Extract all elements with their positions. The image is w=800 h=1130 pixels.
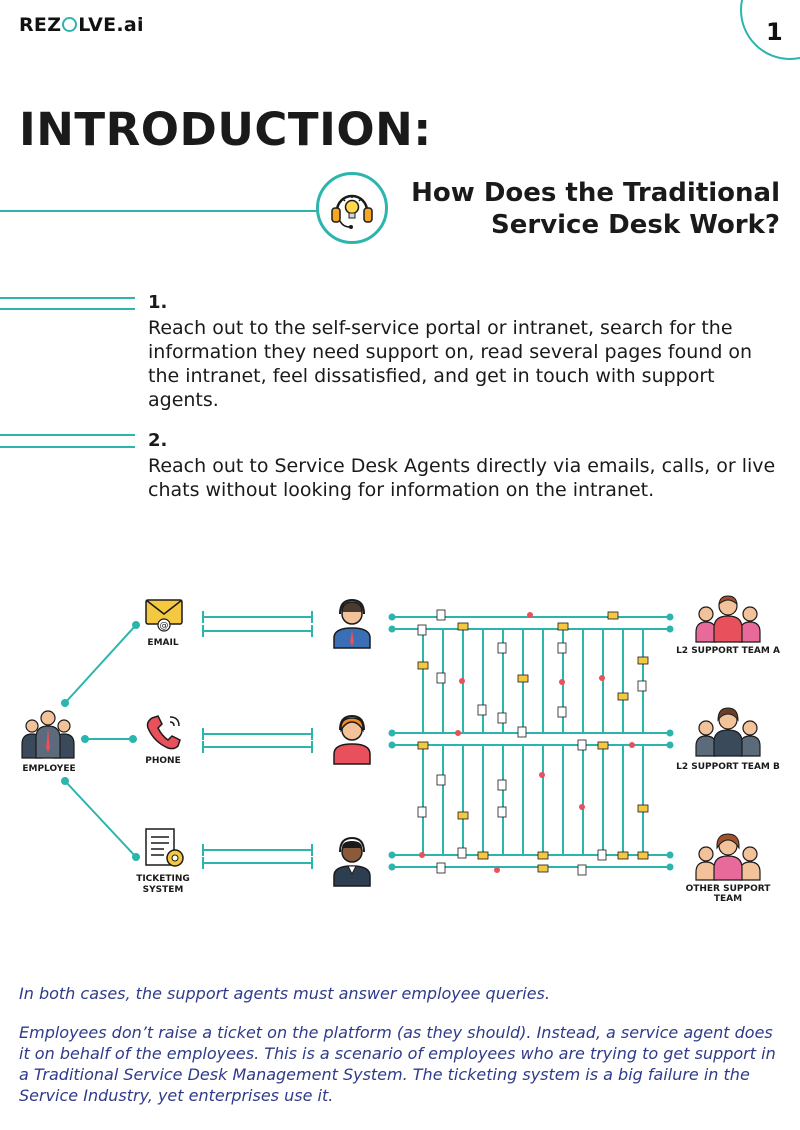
subtitle: How Does the Traditional Service Desk Wo… [380, 177, 780, 241]
note-paragraph: Employees don’t raise a ticket on the pl… [19, 1023, 776, 1105]
team-group-icon [695, 833, 761, 881]
step-2-line-top [0, 434, 135, 436]
headset-badge [316, 172, 388, 244]
routing-mesh [388, 613, 674, 871]
employee-label: EMPLOYEE [22, 764, 76, 774]
logo-text-left: REZ [19, 14, 62, 36]
headset-bulb-icon [331, 194, 373, 229]
svg-text:@: @ [160, 621, 169, 631]
support-agent-icon [333, 714, 371, 765]
step-2-number: 2. [148, 430, 168, 451]
subtitle-line-1: How Does the Traditional [411, 178, 780, 208]
note-line-1: In both cases, the support agents must a… [19, 984, 550, 1003]
connector-ticket-agent [202, 844, 313, 869]
logo-text-right: LVE.ai [78, 14, 144, 36]
connector-email-agent [202, 611, 313, 637]
connector-employee-email [64, 624, 137, 704]
subtitle-line-2: Service Desk Work? [491, 210, 780, 240]
subtitle-divider-line [0, 210, 318, 212]
page-number: 1 [766, 18, 783, 46]
document-gear-icon [145, 828, 184, 867]
team-label-b: L2 SUPPORT TEAM B [676, 762, 780, 772]
step-2-line-bottom [0, 446, 135, 448]
step-1-line-bottom [0, 308, 135, 310]
support-agent-icon [333, 836, 371, 887]
step-1-number: 1. [148, 292, 168, 313]
mesh-tokens [417, 609, 649, 876]
team-label-other: OTHER SUPPORT TEAM [685, 884, 771, 904]
email-icon: @ [145, 599, 183, 632]
team-group-icon [695, 707, 761, 757]
page-title: INTRODUCTION: [19, 103, 432, 156]
support-agent-icon [333, 598, 371, 649]
team-label-a: L2 SUPPORT TEAM A [676, 646, 780, 656]
channel-label-email: EMAIL [147, 638, 179, 648]
step-1-line-top [0, 297, 135, 299]
channel-label-ticketing: TICKETING SYSTEM [136, 874, 190, 895]
team-group-icon [695, 595, 761, 643]
service-desk-diagram [61, 609, 674, 876]
phone-icon [146, 715, 181, 750]
connector-employee-ticketing [64, 780, 137, 858]
brand-logo: REZ LVE.ai [19, 14, 144, 36]
connector-phone-agent [202, 728, 313, 753]
step-1-text: Reach out to the self-service portal or … [148, 317, 753, 411]
logo-o-icon [62, 17, 78, 32]
channel-label-phone: PHONE [145, 756, 181, 766]
step-2-text: Reach out to Service Desk Agents directl… [148, 455, 776, 501]
employee-group-icon [21, 710, 75, 759]
